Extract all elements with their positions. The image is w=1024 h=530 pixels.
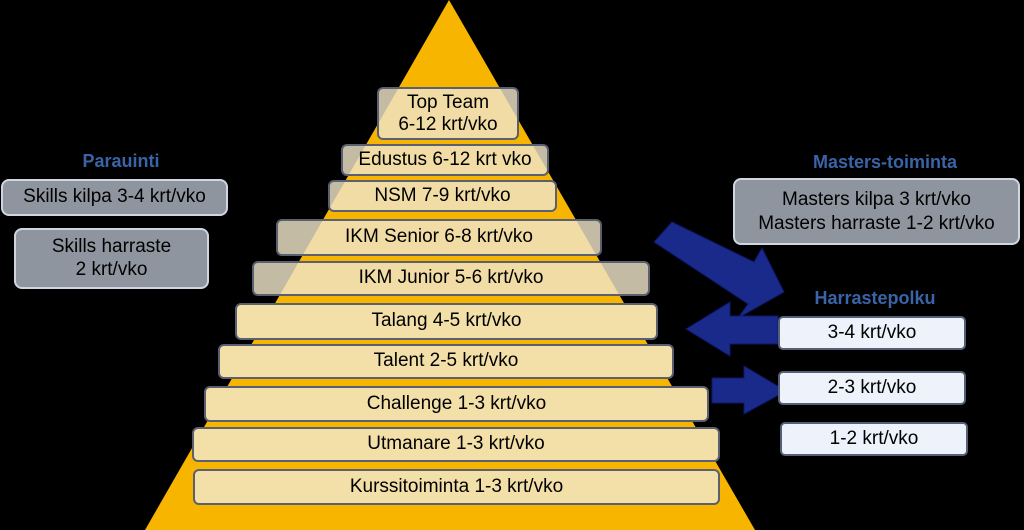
tier-talent-label: Talent 2-5 krt/vko xyxy=(373,350,519,372)
tier-challenge: Challenge 1-3 krt/vko xyxy=(204,386,709,422)
tier-nsm: NSM 7-9 krt/vko xyxy=(328,180,557,212)
tier-talang-label: Talang 4-5 krt/vko xyxy=(371,310,522,332)
tier-ikm-junior: IKM Junior 5-6 krt/vko xyxy=(252,261,650,296)
tier-talent: Talent 2-5 krt/vko xyxy=(218,344,674,379)
harrastepolku-item-1: 3-4 krt/vko xyxy=(778,316,966,350)
tier-top-team-line1: Top Team xyxy=(406,91,490,113)
tier-edustus-label: Edustus 6-12 krt vko xyxy=(358,148,532,170)
parauinti-skills-harraste-line1: Skills harraste xyxy=(51,235,172,257)
tier-utmanare-label: Utmanare 1-3 krt/vko xyxy=(367,433,545,455)
tier-edustus: Edustus 6-12 krt vko xyxy=(341,144,549,176)
masters-heading: Masters-toiminta xyxy=(812,152,958,172)
tier-nsm-label: NSM 7-9 krt/vko xyxy=(374,184,511,206)
parauinti-skills-harraste: Skills harraste 2 krt/vko xyxy=(14,228,209,289)
parauinti-skills-harraste-line2: 2 krt/vko xyxy=(75,258,148,280)
masters-harraste-label: Masters harraste 1-2 krt/vko xyxy=(758,212,995,234)
harrastepolku-item-3: 1-2 krt/vko xyxy=(780,422,968,456)
parauinti-skills-kilpa: Skills kilpa 3-4 krt/vko xyxy=(1,179,228,216)
arrow-harrastepolku-to-pyramid xyxy=(685,301,779,357)
tier-top-team-line2: 6-12 krt/vko xyxy=(398,113,498,135)
tier-ikm-senior-label: IKM Senior 6-8 krt/vko xyxy=(345,226,533,248)
tier-challenge-label: Challenge 1-3 krt/vko xyxy=(366,392,547,414)
masters-kilpa-label: Masters kilpa 3 krt/vko xyxy=(782,189,971,211)
tier-utmanare: Utmanare 1-3 krt/vko xyxy=(192,427,720,462)
arrow-masters-to-harrastepolku xyxy=(653,221,785,319)
tier-kurssitoiminta: Kurssitoiminta 1-3 krt/vko xyxy=(193,469,720,505)
arrow-pyramid-to-harrastepolku xyxy=(711,365,788,415)
harrastepolku-item-2-label: 2-3 krt/vko xyxy=(827,376,917,398)
parauinti-heading: Parauinti xyxy=(82,151,160,171)
harrastepolku-item-1-label: 3-4 krt/vko xyxy=(827,321,917,343)
parauinti-skills-kilpa-label: Skills kilpa 3-4 krt/vko xyxy=(23,186,206,208)
tier-ikm-junior-label: IKM Junior 5-6 krt/vko xyxy=(358,267,544,289)
tier-ikm-senior: IKM Senior 6-8 krt/vko xyxy=(276,219,602,256)
tier-kurssitoiminta-label: Kurssitoiminta 1-3 krt/vko xyxy=(349,475,564,497)
harrastepolku-item-2: 2-3 krt/vko xyxy=(778,371,966,405)
harrastepolku-heading: Harrastepolku xyxy=(814,288,936,308)
masters-box: Masters kilpa 3 krt/vko Masters harraste… xyxy=(733,178,1020,245)
tier-talang: Talang 4-5 krt/vko xyxy=(235,303,658,340)
tier-top-team: Top Team 6-12 krt/vko xyxy=(377,87,519,140)
harrastepolku-item-3-label: 1-2 krt/vko xyxy=(829,427,919,449)
